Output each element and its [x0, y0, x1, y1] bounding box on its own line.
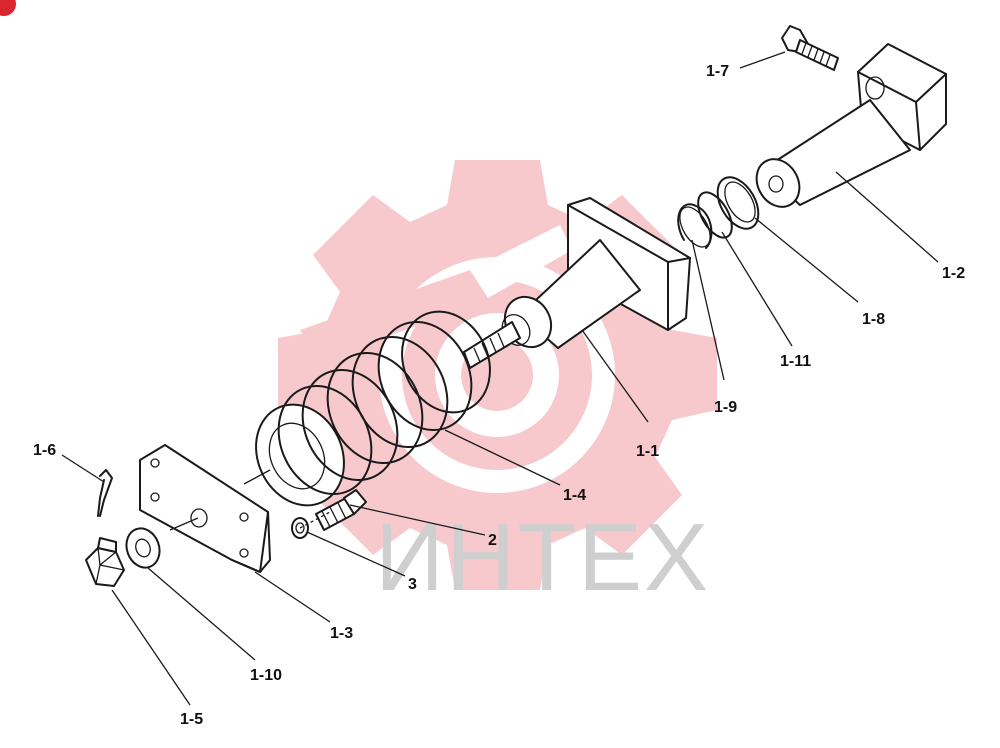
- label-1-7: 1-7: [706, 63, 729, 80]
- part-1-5-castle-nut: [85, 537, 125, 587]
- label-1-5: 1-5: [180, 711, 203, 728]
- part-1-1-piston-rod: [463, 197, 691, 369]
- part-3-washer: [291, 517, 309, 539]
- part-1-11-ring: [697, 191, 733, 239]
- part-1-3-plate: [139, 444, 271, 573]
- part-1-6-cotter-pin: [97, 469, 113, 517]
- leader-lines: [61, 51, 939, 706]
- label-1-2: 1-2: [942, 265, 965, 282]
- label-3: 3: [408, 576, 417, 593]
- label-1-11: 1-11: [780, 353, 811, 370]
- label-1-8: 1-8: [862, 311, 885, 328]
- watermark-text: ИНТЕХ: [375, 504, 710, 611]
- part-1-7-bleed-screw: [781, 25, 839, 71]
- part-1-2-yoke: [755, 43, 947, 208]
- part-1-9-snap-ring: [677, 203, 713, 249]
- label-1-6: 1-6: [33, 442, 56, 459]
- part-1-10-washer: [125, 527, 161, 569]
- label-1-9: 1-9: [714, 399, 737, 416]
- label-1-10: 1-10: [250, 667, 282, 684]
- label-1-1: 1-1: [636, 443, 659, 460]
- corner-badge: [0, 0, 16, 16]
- part-2-bolt: [315, 489, 367, 531]
- label-1-3: 1-3: [330, 625, 353, 642]
- label-1-4: 1-4: [563, 487, 586, 504]
- label-2: 2: [488, 532, 497, 549]
- part-1-8-seal: [716, 176, 760, 230]
- part-1-4-spring: [255, 310, 491, 507]
